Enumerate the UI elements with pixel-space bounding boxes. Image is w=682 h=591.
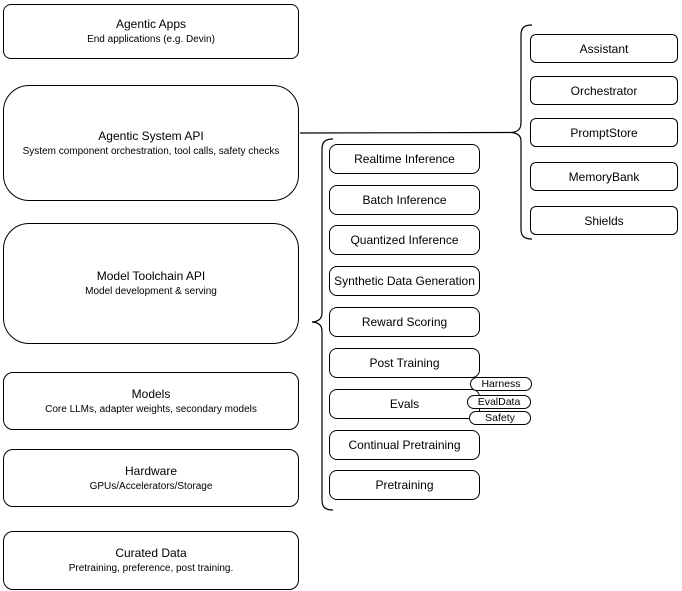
node-subtitle: Model development & serving — [85, 286, 217, 297]
node-title: Agentic Apps — [115, 17, 187, 31]
node-agentic-system-api: Agentic System API System component orch… — [3, 85, 299, 201]
node-synthetic-data-generation: Synthetic Data Generation — [329, 266, 480, 296]
node-title: Hardware — [124, 463, 178, 478]
node-title: Models — [131, 386, 171, 401]
node-evals: Evals — [329, 389, 480, 419]
node-quantized-inference: Quantized Inference — [329, 225, 480, 255]
node-batch-inference: Batch Inference — [329, 185, 480, 215]
node-promptstore: PromptStore — [530, 118, 678, 147]
node-reward-scoring: Reward Scoring — [329, 307, 480, 337]
node-title: Model Toolchain API — [96, 269, 206, 283]
node-realtime-inference: Realtime Inference — [329, 144, 480, 174]
node-subtitle: System component orchestration, tool cal… — [22, 145, 280, 157]
node-models: Models Core LLMs, adapter weights, secon… — [3, 372, 299, 430]
node-subtitle: End applications (e.g. Devin) — [87, 34, 215, 45]
tag-harness: Harness — [470, 377, 532, 391]
system-api-connector-line — [299, 131, 512, 134]
node-assistant: Assistant — [530, 34, 678, 63]
tag-safety: Safety — [469, 411, 531, 425]
tag-evaldata: EvalData — [467, 395, 531, 409]
node-continual-pretraining: Continual Pretraining — [329, 430, 480, 460]
node-pretraining: Pretraining — [329, 470, 480, 500]
node-memorybank: MemoryBank — [530, 162, 678, 191]
node-post-training: Post Training — [329, 348, 480, 378]
node-title: Agentic System API — [98, 128, 204, 143]
node-curated-data: Curated Data Pretraining, preference, po… — [3, 531, 299, 590]
node-subtitle: GPUs/Accelerators/Storage — [89, 480, 213, 492]
node-model-toolchain-api: Model Toolchain API Model development & … — [3, 223, 299, 344]
node-agentic-apps: Agentic Apps End applications (e.g. Devi… — [3, 4, 299, 59]
node-title: Curated Data — [115, 546, 187, 560]
system-components-brace — [510, 24, 533, 240]
node-orchestrator: Orchestrator — [530, 76, 678, 105]
node-subtitle: Core LLMs, adapter weights, secondary mo… — [45, 403, 257, 415]
node-subtitle: Pretraining, preference, post training. — [68, 563, 234, 574]
node-hardware: Hardware GPUs/Accelerators/Storage — [3, 449, 299, 507]
node-shields: Shields — [530, 206, 678, 235]
